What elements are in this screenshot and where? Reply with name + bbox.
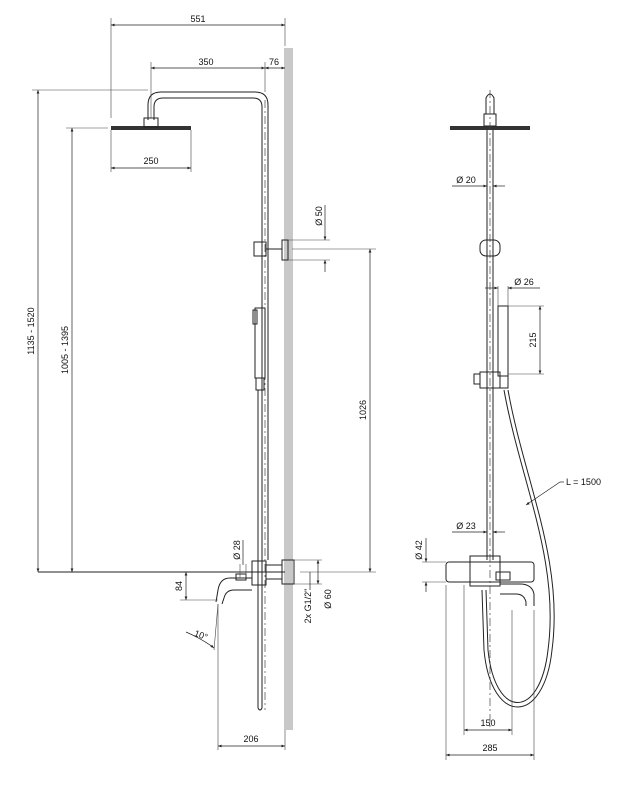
side-hand-shower <box>473 305 509 389</box>
dim-hose-length: L = 1500 <box>566 477 601 487</box>
dim-lower-pipe-diameter: Ø 23 <box>456 521 476 531</box>
dim-bracket-diameter: Ø 50 <box>314 206 324 226</box>
dim-inlet-thread: 2x G1/2" <box>303 589 313 624</box>
wall <box>284 48 293 730</box>
dim-inlet-diameter: Ø 60 <box>323 589 333 609</box>
dim-bracket-to-mixer: 1026 <box>358 400 368 420</box>
mixer-body <box>215 559 295 605</box>
dim-riser-diameter: Ø 20 <box>456 175 476 185</box>
hose <box>485 389 551 703</box>
riser-pipe <box>261 100 269 710</box>
side-riser <box>486 90 494 730</box>
dim-hand-shower-length: 215 <box>528 332 538 347</box>
dim-spout-projection: 206 <box>243 734 258 744</box>
dim-head-diameter: 250 <box>143 156 158 166</box>
dim-hand-shower-diameter: Ø 26 <box>514 277 534 287</box>
dim-floor-to-head: 1005 - 1395 <box>60 326 70 374</box>
front-view: 551 350 76 250 1135 - 1520 1005 - 1395 Ø… <box>26 14 376 750</box>
dim-arm-length: 350 <box>198 57 213 67</box>
side-view: Ø 20 Ø 26 215 L = 1500 Ø 23 Ø 42 150 <box>414 90 601 760</box>
wall-bracket <box>253 239 289 261</box>
dim-mixer-width: 285 <box>482 743 497 753</box>
dim-wall-offset: 76 <box>269 57 279 67</box>
side-bracket <box>479 239 501 257</box>
dim-inlet-centres: 150 <box>480 718 495 728</box>
shower-arm <box>147 91 269 250</box>
dim-mixer-height: Ø 42 <box>414 540 424 560</box>
dim-total-height: 1135 - 1520 <box>26 307 36 354</box>
side-mixer <box>445 555 535 606</box>
hand-shower <box>252 307 266 711</box>
dim-spout-angle: 10° <box>193 628 210 642</box>
shower-head <box>111 117 191 130</box>
dim-overall-width: 551 <box>190 14 205 24</box>
dim-spout-drop: 84 <box>174 581 184 591</box>
dim-spout-diameter: Ø 28 <box>232 540 242 560</box>
